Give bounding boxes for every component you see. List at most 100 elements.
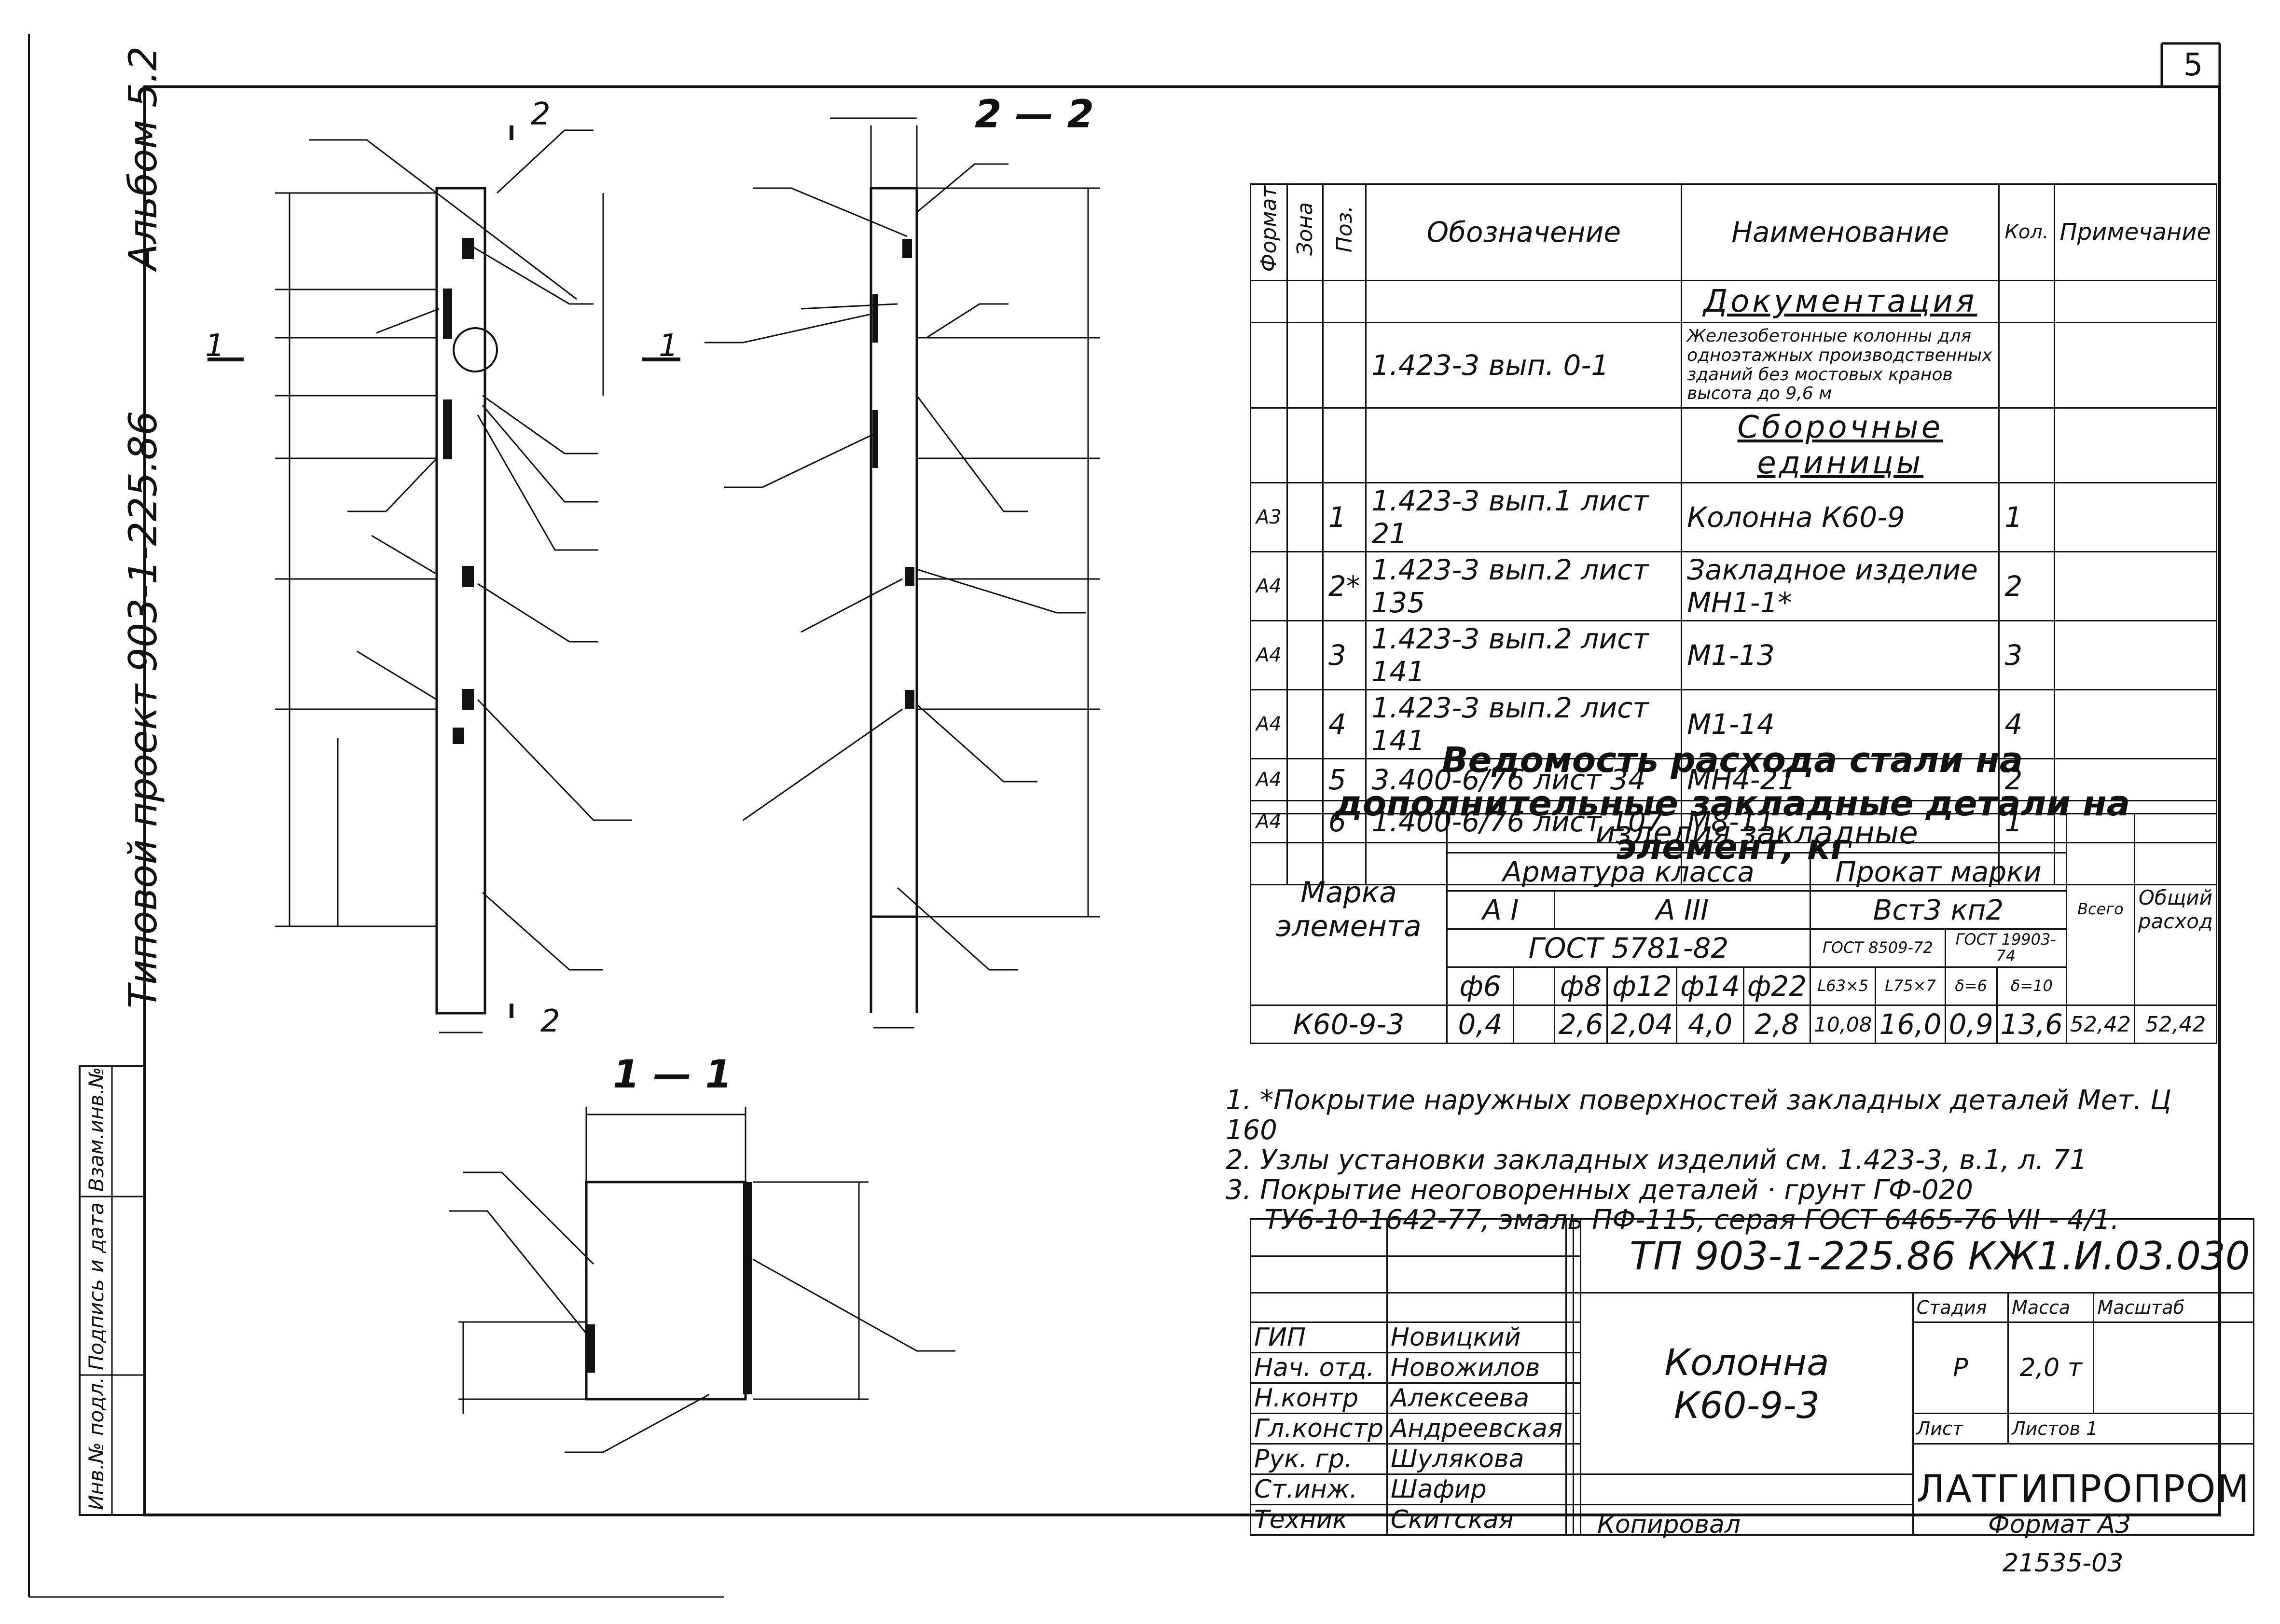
rebar-header: Арматура класса	[1446, 852, 1811, 892]
row-format: А4	[1250, 757, 1288, 801]
col-label: δ=6	[1944, 966, 1998, 1006]
row-format: А4	[1250, 551, 1288, 621]
row-qty: 2	[1998, 757, 2055, 801]
row-designation: 1.423-3 вып.2 лист 135	[1365, 551, 1683, 621]
col-label: ф14	[1676, 966, 1744, 1006]
mass-header: Масса	[2007, 1292, 2095, 1323]
cell: 2,8	[1742, 1005, 1811, 1044]
sheet-header: Лист	[1912, 1413, 2009, 1445]
note-1: 1. *Покрытие наружных поверхностей закла…	[1226, 1085, 2171, 1146]
role: Техник	[1250, 1504, 1388, 1536]
signer-name: Новожилов	[1386, 1352, 1567, 1384]
stamp-inv-no: Инв.№ подл.	[84, 1376, 108, 1510]
col-pos: Поз.	[1332, 205, 1357, 252]
cell: 52,42	[2065, 1005, 2135, 1044]
overall-header: Общий расход	[2133, 813, 2218, 1006]
col-label: L75×7	[1875, 966, 1946, 1006]
row-name: МН4-21	[1681, 757, 2000, 801]
note-3: 3. Покрытие неоговоренных деталей · грун…	[1226, 1174, 1973, 1206]
signer-name: Алексеева	[1386, 1382, 1567, 1414]
col-zone: Зона	[1292, 202, 1317, 256]
mark-header: Марка элемента	[1250, 813, 1448, 1006]
row-designation: 3.400-6/76 лист 34	[1365, 757, 1683, 801]
row-pos: 1	[1322, 482, 1367, 552]
cell: 16,0	[1875, 1005, 1946, 1044]
col-label	[1513, 966, 1555, 1006]
row-format: А3	[1250, 482, 1288, 552]
row-designation: 1.423-3 вып.2 лист 141	[1365, 688, 1683, 759]
cell: 2,04	[1606, 1005, 1678, 1044]
typical-project-label: Типовой проект 903-1-225.86	[121, 411, 166, 1008]
row-name: Закладное изделие МН1-1*	[1681, 551, 2000, 621]
stage-header: Стадия	[1912, 1292, 2009, 1323]
col-label: L63×5	[1810, 966, 1877, 1006]
organization: ЛАТГИПРОПРОМ	[1912, 1443, 2254, 1536]
steel-data-row: К60-9-3 0,4 2,6 2,04 4,0 2,8 10,08 16,0 …	[1250, 1005, 2218, 1044]
aiii-header: А III	[1553, 890, 1811, 930]
signer-name: Шуляковa	[1386, 1443, 1567, 1475]
cell: 0,9	[1944, 1005, 1998, 1044]
note-2: 2. Узлы установки закладных изделий см. …	[1226, 1144, 2087, 1176]
spec-row: А3 1 1.423-3 вып.1 лист 21 Колонна К60-9…	[1250, 482, 2218, 552]
col-name: Наименование	[1681, 183, 2000, 281]
signer-name: Скитская	[1386, 1504, 1567, 1536]
row-format: А4	[1250, 619, 1288, 690]
row-designation: 1.423-3 вып.2 лист 141	[1365, 619, 1683, 690]
section-2-2-title: 2 — 2	[975, 92, 1094, 137]
spec-doc-row: 1.423-3 вып. 0-1 Железобетонные колонны …	[1250, 321, 2218, 409]
total-header: Всего	[2065, 813, 2135, 1006]
assy-section: Сборочные единицы	[1737, 409, 1944, 481]
notes: 1. *Покрытие наружных поверхностей закла…	[1226, 1086, 2220, 1235]
row-pos: 4	[1322, 688, 1367, 759]
col-label: ф8	[1553, 966, 1608, 1006]
role: Ст.инж.	[1250, 1473, 1388, 1505]
row-designation: 1.423-3 вып.1 лист 21	[1365, 482, 1683, 552]
stamp-replaces: Взам.инв.№	[84, 1067, 108, 1192]
gost8509-header: ГОСТ 8509-72	[1810, 928, 1946, 968]
copied-by: Копировал	[1597, 1510, 1741, 1539]
spec-section-row: Документация	[1250, 279, 2218, 323]
spec-row: А4 5 3.400-6/76 лист 34 МН4-21 2	[1250, 757, 2218, 801]
rolled-header: Прокат марки	[1810, 852, 2067, 892]
doc-designation: 1.423-3 вып. 0-1	[1365, 321, 1683, 409]
col-label: ф12	[1606, 966, 1678, 1006]
spec-row: А4 2* 1.423-3 вып.2 лист 135 Закладное и…	[1250, 551, 2218, 621]
row-pos: 2*	[1322, 551, 1367, 621]
row-qty: 1	[1998, 482, 2055, 552]
col-designation: Обозначение	[1365, 183, 1683, 281]
cut-mark-right: 1	[659, 328, 678, 364]
title-block: ТП 903-1-225.86 КЖ1.И.03.030 Колонна К60…	[1250, 1218, 2254, 1536]
project-code: ТП 903-1-225.86 КЖ1.И.03.030	[1580, 1218, 2254, 1294]
sheets-header: Листов 1	[2007, 1413, 2254, 1445]
signer-name: Новицкий	[1386, 1321, 1567, 1353]
cell: 4,0	[1676, 1005, 1744, 1044]
row-qty: 2	[1998, 551, 2055, 621]
col-qty: Кол.	[1998, 183, 2055, 281]
steel-cols-row: ф6 ф8 ф12 ф14 ф22 L63×5 L75×7 δ=6 δ=10	[1251, 966, 2217, 1006]
signer-name: Андреевская	[1386, 1413, 1567, 1445]
spec-row: А4 4 1.423-3 вып.2 лист 141 М1-14 4	[1250, 688, 2218, 759]
cell: 52,42	[2133, 1005, 2218, 1044]
row-format: А4	[1250, 688, 1288, 759]
cut-mark-bottom: 2	[540, 1004, 560, 1039]
archive-number: 21535-03	[2003, 1549, 2124, 1578]
sheet-format: Формат А3	[1988, 1510, 2131, 1539]
signer-name: Шафир	[1386, 1473, 1567, 1505]
cell: 0,4	[1446, 1005, 1515, 1044]
row-pos: 5	[1322, 757, 1367, 801]
stage-value: Р	[1912, 1321, 2009, 1414]
role: Нач. отд.	[1250, 1352, 1388, 1384]
spec-row: А4 3 1.423-3 вып.2 лист 141 М1-13 3	[1250, 619, 2218, 690]
row-qty: 4	[1998, 688, 2055, 759]
row-qty: 3	[1998, 619, 2055, 690]
spec-header-row: Формат Зона Поз. Обозначение Наименовани…	[1250, 183, 2218, 281]
role: ГИП	[1250, 1321, 1388, 1353]
mass-value: 2,0 т	[2007, 1321, 2095, 1414]
cell	[1513, 1005, 1555, 1044]
cell: 10,08	[1810, 1005, 1877, 1044]
row-name: Колонна К60-9	[1681, 482, 2000, 552]
gost19903-header: ГОСТ 19903-74	[1944, 928, 2067, 968]
cell: 13,6	[1996, 1005, 2067, 1044]
col-label: ф6	[1446, 966, 1515, 1006]
